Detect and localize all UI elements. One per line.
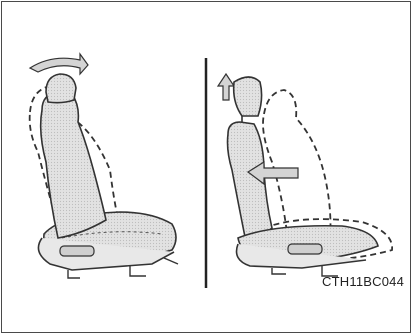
figure-frame: CTH11BC044 (1, 1, 411, 333)
seat-back-forward-outline (263, 90, 331, 242)
figure-code: CTH11BC044 (322, 274, 404, 289)
curved-arrow-icon (30, 54, 88, 74)
seat-back (41, 92, 106, 238)
headrest-raised (234, 77, 262, 116)
headrest (46, 74, 76, 103)
left-seat-panel (30, 54, 178, 278)
right-seat-panel (218, 74, 392, 276)
recline-lever (60, 246, 94, 256)
up-arrow-icon (218, 74, 234, 100)
